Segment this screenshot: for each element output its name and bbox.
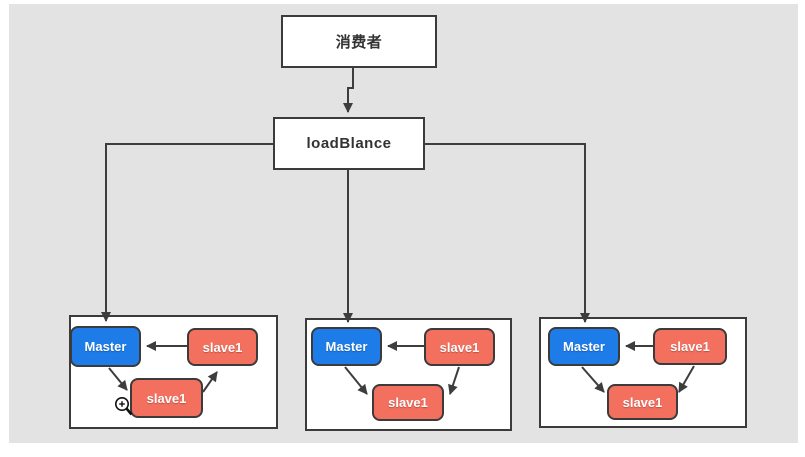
group1-slave-top-node: slave1 (187, 328, 258, 366)
group3-master-node: Master (548, 327, 620, 366)
node-consumer: 消费者 (281, 15, 437, 68)
group2-slave-top-node: slave1 (424, 328, 495, 366)
group1-slave-bottom-node: slave1 (130, 378, 203, 418)
node-load-balancer: loadBlance (273, 117, 425, 170)
diagram-canvas (9, 4, 798, 443)
group1-master-node: Master (70, 326, 141, 367)
group3-slave-bottom-node: slave1 (607, 384, 678, 420)
group2-master-node: Master (311, 327, 382, 366)
group2-slave-bottom-node: slave1 (372, 384, 444, 421)
group3-slave-top-node: slave1 (653, 328, 727, 365)
